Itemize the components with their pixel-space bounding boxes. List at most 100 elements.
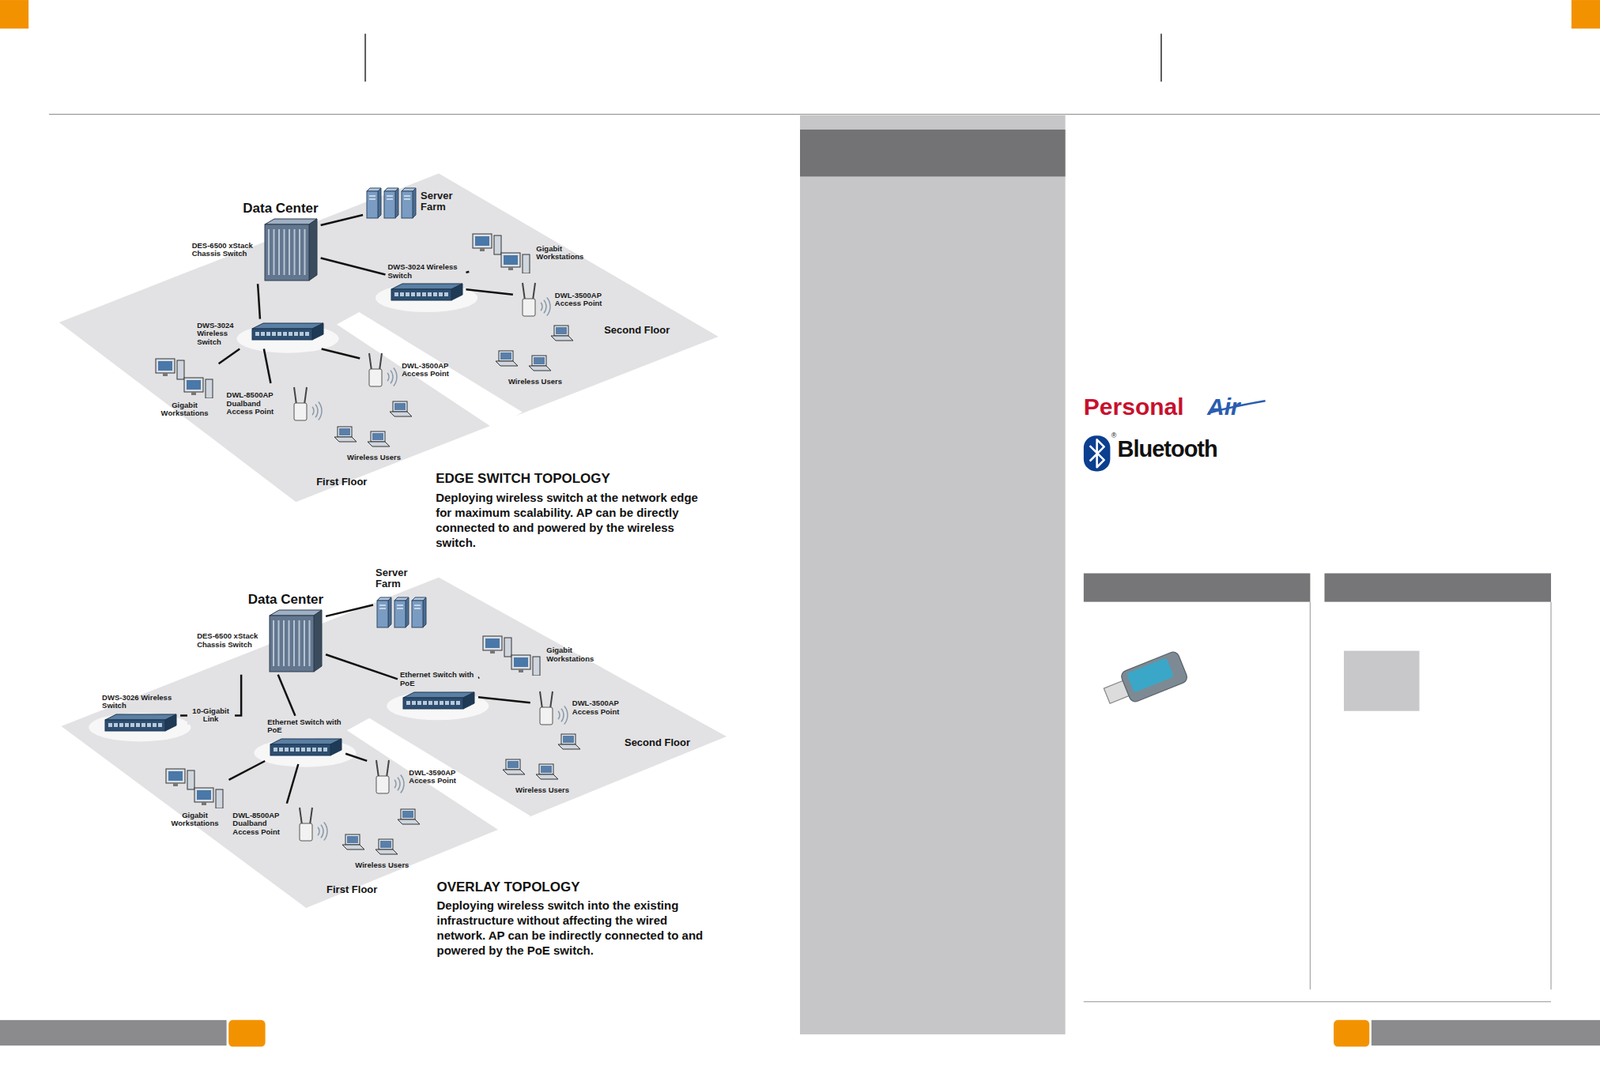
network-device: Gigabit Workstations xyxy=(481,634,597,676)
chassis-slot xyxy=(309,620,311,667)
chassis-slot xyxy=(278,620,280,667)
device-label: DES-6500 xStack Chassis Switch xyxy=(192,241,256,259)
chassis-side xyxy=(309,218,317,281)
antenna xyxy=(539,691,543,710)
device-label: Gigabit Workstations xyxy=(163,811,227,829)
laptop-lid xyxy=(561,734,576,745)
node-body: DWS-3024 Wireless Switch xyxy=(196,321,325,348)
laptops-icon xyxy=(494,732,590,784)
device-halo xyxy=(88,713,191,742)
server-drive xyxy=(414,608,421,611)
switch-port xyxy=(433,701,438,706)
ap-icon xyxy=(532,690,570,727)
server-drive xyxy=(403,199,411,201)
laptops-icon xyxy=(334,807,430,859)
switch-side xyxy=(330,739,342,756)
switch-port xyxy=(406,701,411,706)
network-device: DWL-3590AP Access Point xyxy=(369,758,460,796)
pc-tower xyxy=(532,656,540,676)
monitor-stand xyxy=(508,267,514,271)
radio-wave xyxy=(312,407,314,416)
network-device: Ethernet Switch with PoE xyxy=(400,671,476,715)
chassis-slot xyxy=(293,229,295,276)
chassis-slot xyxy=(293,620,295,667)
network-device: DWS-3024 Wireless Switch xyxy=(388,263,465,307)
radio-wave xyxy=(394,780,397,789)
radio-wave xyxy=(564,705,568,725)
network-link xyxy=(286,764,299,804)
corner-tab xyxy=(1571,0,1600,29)
floor-label: Second Floor xyxy=(624,736,691,749)
node-body: Wireless Users xyxy=(487,324,583,387)
node-body: Wireless Users xyxy=(326,400,422,463)
network-link xyxy=(257,283,261,319)
radio-wave xyxy=(561,708,564,722)
device-label: Server Farm xyxy=(420,190,468,214)
chassis-slot xyxy=(303,620,306,667)
switch-port xyxy=(273,747,278,752)
ap-body xyxy=(294,403,307,421)
footer-tab xyxy=(1333,1020,1370,1048)
table-rule xyxy=(1083,1001,1551,1003)
switch-port xyxy=(266,332,271,336)
switch-port xyxy=(405,292,410,297)
network-device: DWL-3500AP Access Point xyxy=(532,690,623,727)
node-body: DWL-8500AP Dualband Access Point xyxy=(232,806,329,843)
radio-wave xyxy=(397,777,400,792)
server-front xyxy=(377,600,389,628)
monitor-stand xyxy=(490,650,495,654)
switch-port xyxy=(284,747,289,752)
ws-icon xyxy=(481,634,544,676)
network-device: Server Farm xyxy=(365,183,468,220)
switch-port xyxy=(158,723,163,728)
node-body: DWL-3500AP Access Point xyxy=(532,690,623,727)
usb-body xyxy=(1119,650,1189,704)
switch-port xyxy=(438,292,443,297)
laptop-base xyxy=(389,411,412,417)
laptop-lid xyxy=(370,431,385,442)
network-link xyxy=(320,258,386,276)
switch-port xyxy=(295,747,300,752)
link-label: 10-Gigabit Link xyxy=(187,706,235,725)
laptop-lid xyxy=(554,325,569,336)
network-device: DWL-8500AP Dualband Access Point xyxy=(226,385,324,423)
pc-tower xyxy=(187,770,195,790)
device-label: DES-6500 xStack Chassis Switch xyxy=(196,632,261,650)
floor-label: Second Floor xyxy=(603,324,670,336)
device-label: Gigabit Workstations xyxy=(535,245,587,262)
network-device: Server Farm xyxy=(375,567,428,631)
switch-port xyxy=(277,332,282,336)
switch-top xyxy=(105,714,177,721)
server-side xyxy=(377,188,382,219)
antenna xyxy=(309,807,313,826)
bluetooth-rune xyxy=(1090,439,1105,468)
switch-port xyxy=(301,747,306,752)
switch-port xyxy=(294,332,299,336)
monitor xyxy=(472,233,492,249)
node-body: Gigabit Workstations xyxy=(163,767,227,829)
laptop-base xyxy=(550,335,574,341)
switch-front xyxy=(252,328,313,340)
server-side xyxy=(388,597,392,628)
laptop-base xyxy=(535,774,559,780)
radio-wave xyxy=(558,710,560,719)
device-label: DWL-8500AP Dualband Access Point xyxy=(232,811,290,838)
network-device: Ethernet Switch with PoE xyxy=(267,718,344,763)
usb-label xyxy=(1126,657,1174,693)
brand-logo-text: Bluetooth xyxy=(1116,436,1217,463)
laptop-base xyxy=(502,769,525,775)
footer-bar xyxy=(1371,1020,1600,1046)
node-body: DWS-3024 Wireless Switch xyxy=(388,263,465,307)
switch-port xyxy=(417,701,422,706)
server-drive xyxy=(369,196,376,198)
laptop-lid xyxy=(392,401,408,412)
radio-wave xyxy=(400,775,404,794)
radio-wave xyxy=(317,401,321,420)
device-label: DWL-3500AP Access Point xyxy=(401,362,453,379)
floor-gap xyxy=(336,312,523,429)
ap-body xyxy=(299,823,313,842)
switch-port xyxy=(255,332,260,336)
switch-port xyxy=(124,723,129,728)
network-link xyxy=(229,761,266,781)
antenna xyxy=(550,691,553,710)
